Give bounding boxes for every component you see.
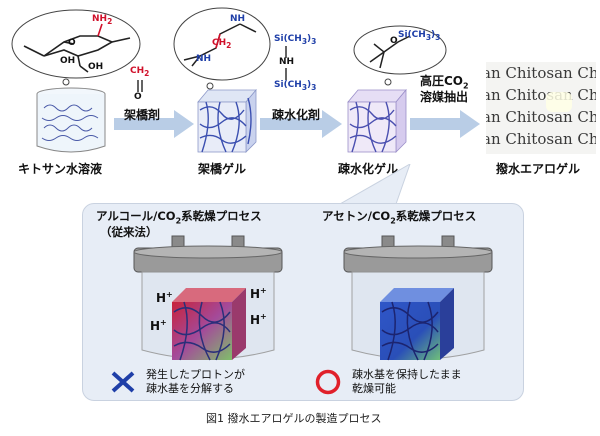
crosslinked-gel-cube <box>197 88 257 153</box>
right-result-line1: 疎水基を保持したまま <box>352 368 462 381</box>
process-arrow-3 <box>410 110 480 138</box>
silyl-structure-bubble <box>353 25 447 86</box>
fail-cross-icon <box>111 371 135 393</box>
left-result-line2: 疎水基を分解する <box>146 382 234 395</box>
process-arrow-1 <box>114 110 194 138</box>
callout-pointer <box>338 164 411 205</box>
extraction-label-line2: 溶媒抽出 <box>420 90 469 104</box>
hydrophobized-gel-cube <box>347 88 407 153</box>
hydroxyl-group-label-2: OH <box>88 62 104 72</box>
crosslinker-ch2-label: CH2 <box>130 66 150 78</box>
aerogel-label: 撥水エアロゲル <box>496 162 581 176</box>
hmds-nh: NH <box>279 57 295 67</box>
left-process-subtitle: （従来法） <box>100 225 158 239</box>
right-result-line2: 乾燥可能 <box>352 382 396 395</box>
proton-label-1: H+ <box>156 290 173 305</box>
extraction-label-line1: 高圧CO2 <box>420 74 469 91</box>
proton-label-2: H+ <box>250 286 267 301</box>
aerogel-photo-text-4: an Chitosan Ch <box>486 130 596 148</box>
aerogel-sample <box>546 92 572 112</box>
proton-label-3: H+ <box>150 318 167 333</box>
silyl-oxygen-label: O <box>390 36 398 46</box>
ring-oxygen-label: O <box>68 38 76 48</box>
proton-label-4: H+ <box>250 312 267 327</box>
crosslink-nh-bottom: NH <box>196 54 212 64</box>
aerogel-photo: an Chitosan Ch an Chitosan Ch an Chitosa… <box>486 62 596 154</box>
crosslinked-gel-label: 架橋ゲル <box>198 162 247 176</box>
right-gel-cube-intact <box>380 288 454 361</box>
figure-caption: 図1 撥水エアロゲルの製造プロセス <box>206 412 382 425</box>
hmds-si-bottom: Si(CH3)3 <box>274 80 317 92</box>
chitosan-solution-beaker <box>36 87 106 153</box>
silyl-group-label: Si(CH3)3 <box>398 30 441 42</box>
aerogel-photo-text-3: an Chitosan Ch <box>486 108 596 126</box>
hmds-bond-bottom <box>285 68 287 80</box>
aerogel-photo-text-2: an Chitosan Ch <box>486 86 596 104</box>
hmds-si-top: Si(CH3)3 <box>274 34 317 46</box>
process-arrow-2 <box>260 110 342 138</box>
hydrophobizer-label: 疎水化剤 <box>272 108 321 122</box>
hydrophobized-gel-label: 疎水化ゲル <box>338 162 399 176</box>
hydroxyl-group-label: OH <box>60 56 76 66</box>
left-process-title: アルコール/CO2系乾燥プロセス <box>96 209 262 226</box>
hmds-bond-top <box>285 46 287 58</box>
success-circle-icon <box>315 369 341 395</box>
chitosan-solution-label: キトサン水溶液 <box>18 162 103 176</box>
crosslink-nh-top: NH <box>230 14 246 24</box>
left-gel-cube-degraded <box>172 288 246 361</box>
aldehyde-bond <box>137 80 143 92</box>
crosslinker-label: 架橋剤 <box>124 108 161 122</box>
crosslink-structure-bubble <box>173 7 271 90</box>
chitosan-structure-bubble <box>11 9 141 86</box>
crosslink-ch2-label: CH2 <box>212 38 232 50</box>
aldehyde-oxygen-label: O <box>134 92 142 102</box>
right-process-title: アセトン/CO2系乾燥プロセス <box>322 209 477 226</box>
amine-group-label: NH2 <box>92 14 113 26</box>
aerogel-photo-text-1: an Chitosan Ch <box>486 64 596 82</box>
left-result-line1: 発生したプロトンが <box>146 368 245 381</box>
